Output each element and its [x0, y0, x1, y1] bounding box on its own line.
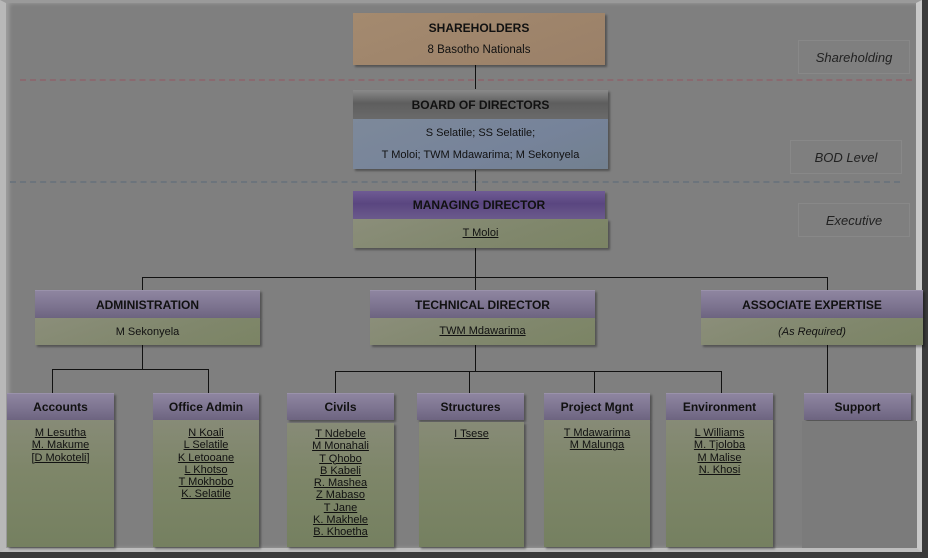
division-head-name: (As Required) [778, 325, 846, 338]
division-header-technical-director[interactable]: TECHNICAL DIRECTOR [370, 290, 595, 318]
member-name[interactable]: T Mdawarima [563, 427, 631, 439]
member-name[interactable]: T Mokhobo [178, 476, 234, 489]
division-title: ASSOCIATE EXPERTISE [742, 297, 882, 312]
division-header-associate-expertise[interactable]: ASSOCIATE EXPERTISE [701, 290, 923, 318]
shareholding-separator [20, 79, 912, 81]
division-title: ADMINISTRATION [95, 297, 200, 312]
level-label-text: Executive [825, 212, 883, 228]
member-name[interactable]: R. Mashea [313, 477, 368, 490]
board-title: BOARD OF DIRECTORS [411, 97, 550, 112]
connector-technical-bar [335, 371, 722, 372]
board-members-line-1: S Selatile; SS Selatile; [425, 127, 536, 139]
division-body-associate-expertise: (As Required) [701, 318, 923, 345]
shareholders-subtitle: 8 Basotho Nationals [427, 44, 531, 56]
department-header-project-mgnt[interactable]: Project Mgnt [544, 393, 650, 420]
connector-to-accounts [52, 369, 53, 393]
division-head-name[interactable]: TWM Mdawarima [439, 325, 526, 338]
department-header-structures[interactable]: Structures [417, 393, 524, 420]
member-name[interactable]: N Koali [188, 427, 224, 439]
shareholders-box[interactable]: SHAREHOLDERS 8 Basotho Nationals [353, 13, 605, 65]
member-name[interactable]: K. Makhele [312, 514, 369, 527]
department-header-civils[interactable]: Civils [287, 393, 394, 420]
department-header-environment[interactable]: Environment [666, 393, 773, 420]
department-title: Office Admin [168, 400, 244, 414]
department-title: Accounts [33, 400, 88, 414]
connector-admin-bar [52, 369, 209, 370]
member-name[interactable]: N. Khosi [698, 463, 741, 476]
connector-to-support [827, 345, 828, 393]
member-name[interactable]: L Selatile [183, 439, 229, 452]
department-body-civils: T Ndebele M Monahali T Qhobo B Kabeli R.… [287, 423, 394, 547]
member-name[interactable]: T Qhobo [319, 452, 362, 465]
member-name[interactable]: I Tsese [454, 428, 489, 440]
connector-to-project-mgnt [594, 371, 595, 393]
department-title: Project Mgnt [560, 400, 634, 414]
board-members-line-2: T Moloi; TWM Mdawarima; M Sekonyela [381, 149, 580, 161]
division-body-administration: M Sekonyela [35, 318, 260, 345]
department-body-office-admin: N Koali L Selatile K Letooane L Khotso T… [153, 420, 259, 547]
connector-admin-down [142, 345, 143, 369]
department-body-support [802, 421, 917, 548]
managing-director-name[interactable]: T Moloi [462, 227, 499, 240]
member-name[interactable]: [D Mokoteli] [31, 451, 90, 464]
department-header-office-admin[interactable]: Office Admin [153, 393, 259, 420]
member-name[interactable]: L Khotso [184, 463, 228, 476]
division-title: TECHNICAL DIRECTOR [415, 297, 550, 312]
department-body-project-mgnt: T Mdawarima M Malunga [544, 420, 650, 547]
connector-divisions-bar [142, 277, 828, 278]
connector-to-civils [335, 371, 336, 393]
department-header-support[interactable]: Support [804, 393, 911, 420]
bod-separator [10, 181, 900, 183]
connector-to-office-admin [208, 369, 209, 393]
department-body-environment: L Williams M. Tjoloba M Malise N. Khosi [666, 420, 773, 547]
board-header[interactable]: BOARD OF DIRECTORS [353, 90, 608, 119]
member-name[interactable]: M Monahali [312, 440, 369, 453]
member-name[interactable]: T Ndebele [315, 428, 366, 440]
member-name[interactable]: M Malise [697, 451, 742, 464]
connector-shareholders-board [475, 65, 476, 89]
level-label-shareholding: Shareholding [798, 40, 910, 74]
division-head-name: M Sekonyela [115, 325, 180, 338]
connector-to-environment [721, 371, 722, 393]
department-header-accounts[interactable]: Accounts [7, 393, 114, 420]
department-title: Support [834, 400, 881, 414]
managing-director-body: T Moloi [353, 219, 608, 248]
member-name[interactable]: Z Mabaso [316, 489, 365, 502]
member-name[interactable]: K. Selatile [181, 488, 231, 501]
connector-to-administration [142, 277, 143, 291]
connector-to-structures [469, 371, 470, 393]
connector-to-associate [827, 277, 828, 291]
level-label-text: BOD Level [814, 149, 878, 165]
connector-board-md [475, 170, 476, 192]
member-name[interactable]: M. Tjoloba [693, 439, 746, 452]
level-label-text: Shareholding [815, 49, 893, 65]
connector-md-divisions [475, 248, 476, 291]
managing-director-header[interactable]: MANAGING DIRECTOR [353, 191, 605, 219]
shareholders-title: SHAREHOLDERS [428, 21, 530, 35]
member-name[interactable]: M Malunga [569, 439, 625, 452]
department-title: Structures [440, 400, 501, 414]
level-label-executive: Executive [798, 203, 910, 237]
department-title: Civils [324, 400, 357, 414]
division-header-administration[interactable]: ADMINISTRATION [35, 290, 260, 318]
member-name[interactable]: M Lesutha [34, 427, 87, 439]
member-name[interactable]: M. Makume [31, 439, 90, 452]
department-title: Environment [682, 400, 757, 414]
department-body-accounts: M Lesutha M. Makume [D Mokoteli] [7, 420, 114, 547]
connector-technical-down [475, 345, 476, 371]
managing-director-title: MANAGING DIRECTOR [412, 198, 546, 212]
member-name[interactable]: B. Khoetha [313, 526, 368, 539]
level-label-bod: BOD Level [790, 140, 902, 174]
division-body-technical-director: TWM Mdawarima [370, 318, 595, 345]
member-name[interactable]: B Kabeli [320, 464, 361, 477]
member-name[interactable]: L Williams [694, 427, 745, 439]
member-name[interactable]: T Jane [323, 501, 358, 514]
member-name[interactable]: K Letooane [177, 451, 235, 464]
department-body-structures: I Tsese [419, 422, 524, 547]
board-members: S Selatile; SS Selatile; T Moloi; TWM Md… [353, 119, 608, 169]
